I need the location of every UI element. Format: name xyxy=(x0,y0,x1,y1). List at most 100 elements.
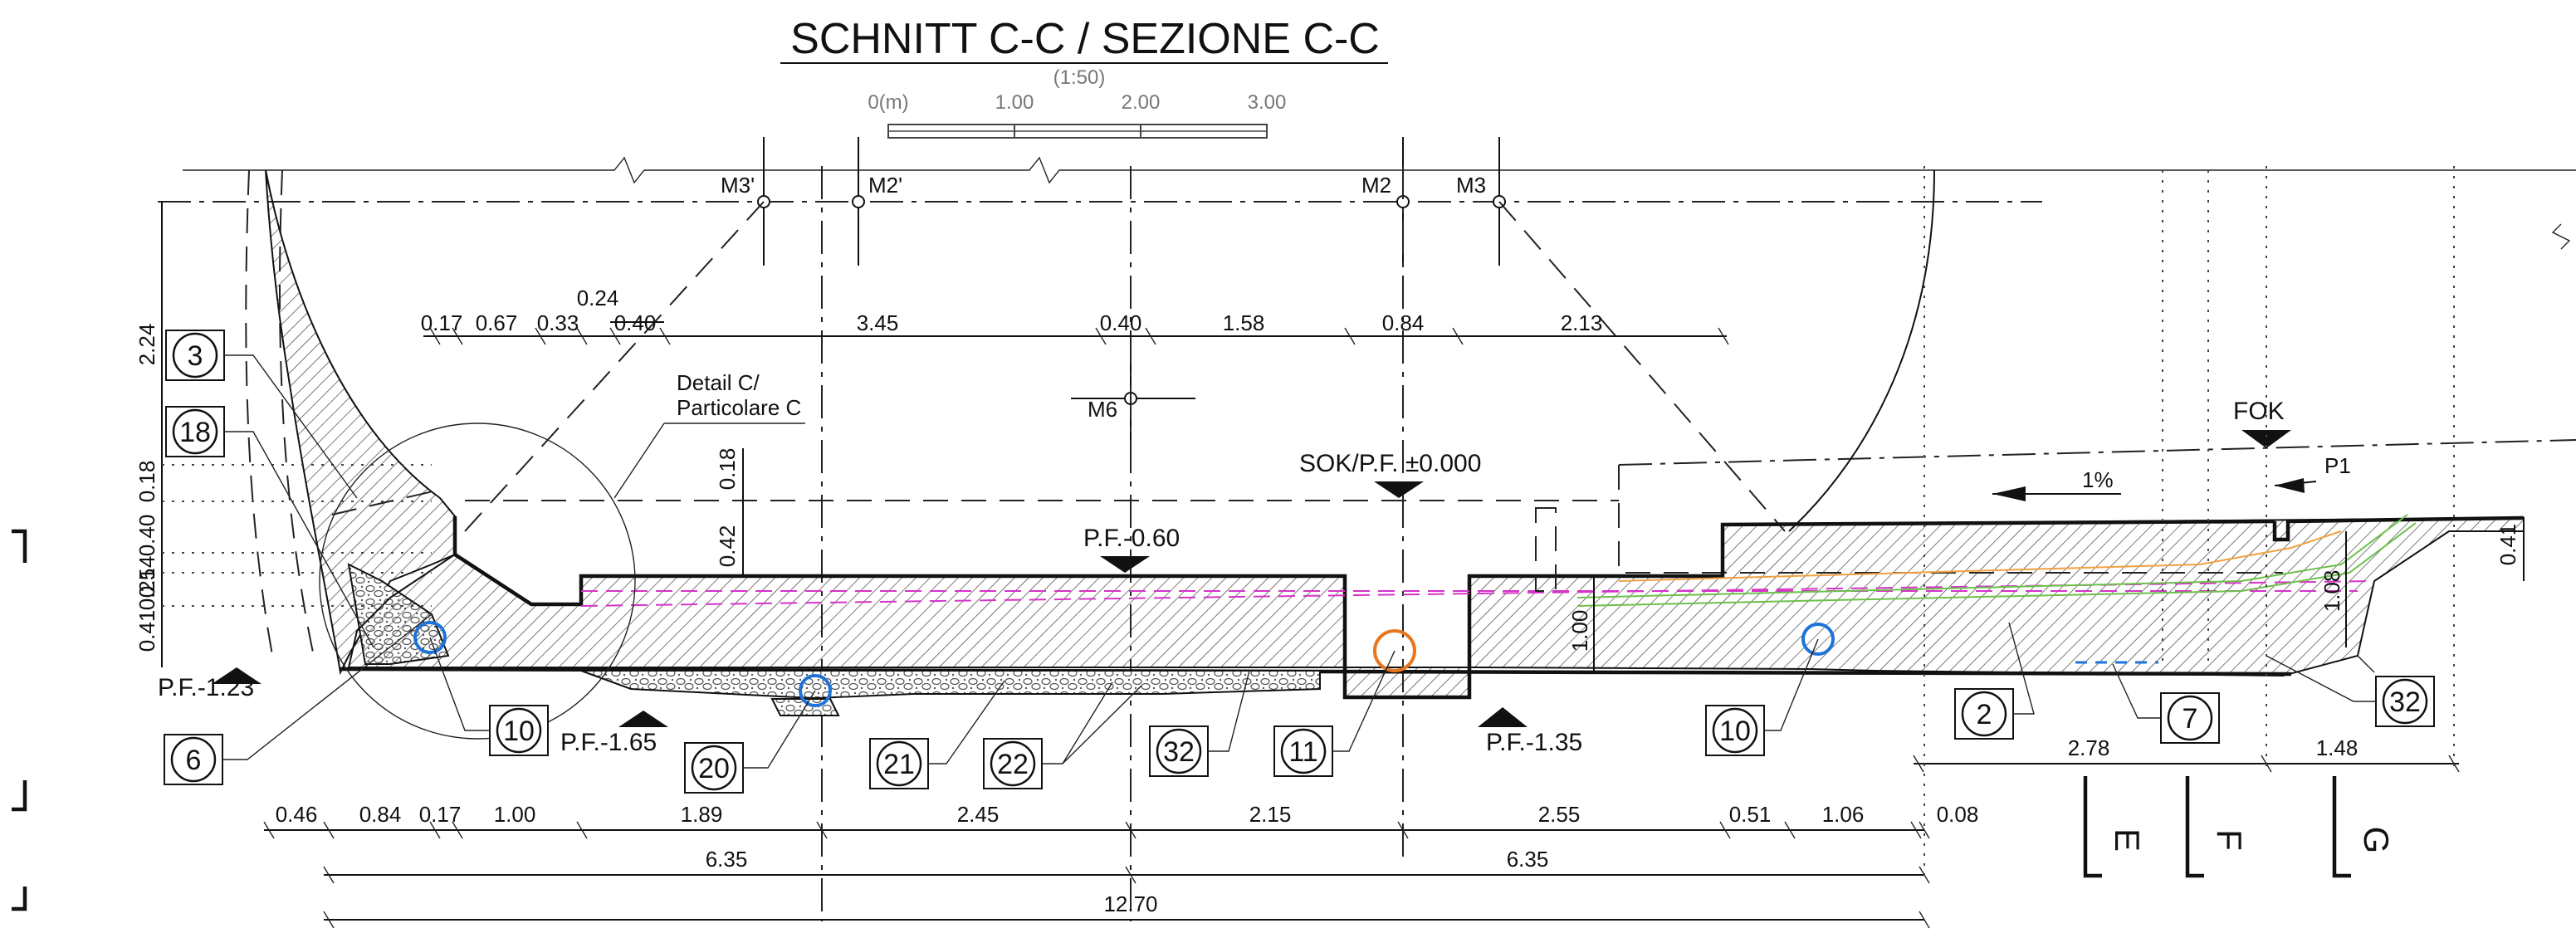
scale-bar: 0(m) 1.00 2.00 3.00 xyxy=(868,91,1287,139)
svg-text:10: 10 xyxy=(503,716,535,747)
drain-blue-left xyxy=(413,621,447,654)
dim-top-5: 3.45 xyxy=(857,310,899,335)
level-fok: FOK xyxy=(2233,398,2285,425)
dim-b1-2: 0.17 xyxy=(419,802,462,827)
dim-b2-1: 6.35 xyxy=(1507,847,1549,872)
callout-10-right: 10 xyxy=(1705,638,1819,756)
callout-18: 18 xyxy=(165,406,374,648)
axis-label-m2: M2 xyxy=(1361,173,1391,198)
callouts: 3 18 6 10 20 21 xyxy=(164,330,2435,794)
svg-text:32: 32 xyxy=(1163,736,1195,768)
callout-10-left: 10 xyxy=(429,637,549,756)
drawing-title: SCHNITT C-C / SEZIONE C-C xyxy=(790,15,1380,63)
svg-text:18: 18 xyxy=(179,417,211,448)
dim-b1-4: 1.89 xyxy=(681,802,723,827)
svg-text:3: 3 xyxy=(188,340,203,372)
dim-left-2: 0.40 xyxy=(134,515,159,557)
dim-top-1: 0.17 xyxy=(421,310,463,335)
axes: M3' M2' M2 M3 M6 xyxy=(721,137,1506,921)
dim-b1-10: 0.08 xyxy=(1937,802,1979,827)
dim-left-4: 0.25 xyxy=(134,569,159,611)
level-pf-060: P.F.-0.60 xyxy=(1083,525,1180,552)
dim-v-1: 0.42 xyxy=(715,525,740,568)
dim-top-3: 0.33 xyxy=(537,310,579,335)
section-mark-e: E xyxy=(2083,776,2147,878)
dim-b1-7: 2.55 xyxy=(1538,802,1581,827)
dim-left-1: 0.18 xyxy=(134,461,159,503)
dim-v-0: 0.18 xyxy=(715,448,740,491)
scale-tick-0: 0(m) xyxy=(868,91,908,114)
pipe-lines xyxy=(580,514,2417,664)
scale-tick-2: 2.00 xyxy=(1122,91,1161,114)
dim-b1-9: 1.06 xyxy=(1822,802,1865,827)
detail-label-2: Particolare C xyxy=(677,395,801,420)
callout-11: 11 xyxy=(1273,650,1396,777)
level-markers: SOK/P.F. ±0.000 P.F.-0.60 P.F.-1.23 P.F.… xyxy=(158,398,2351,756)
axis-label-m6: M6 xyxy=(1088,397,1117,422)
dim-b1-8: 0.51 xyxy=(1729,802,1772,827)
dim-right-1: 1.48 xyxy=(2316,735,2358,760)
dim-left-0: 2.24 xyxy=(134,324,159,366)
svg-text:2: 2 xyxy=(1977,699,1992,730)
section-mark-g: G xyxy=(2332,776,2396,878)
dim-top-7: 1.58 xyxy=(1223,310,1265,335)
svg-text:E: E xyxy=(2108,828,2147,852)
svg-text:F: F xyxy=(2210,829,2249,851)
dims-vertical: 0.18 0.42 1.00 1.08 0.41 xyxy=(715,448,2525,671)
axis-label-m3p: M3' xyxy=(721,173,755,198)
dim-b2-0: 6.35 xyxy=(706,847,748,872)
svg-text:22: 22 xyxy=(997,749,1029,780)
dim-left-5: 0.41 xyxy=(134,610,159,652)
detail-label-1: Detail C/ xyxy=(677,370,760,395)
callout-3: 3 xyxy=(165,330,358,499)
dim-left-3: 0.14 xyxy=(134,556,159,598)
dim-total: 12.70 xyxy=(1103,891,1157,916)
dim-b1-3: 1.00 xyxy=(494,802,536,827)
scale-tick-1: 1.00 xyxy=(995,91,1034,114)
callout-32-right: 32 xyxy=(2266,655,2435,727)
axis-label-m2p: M2' xyxy=(868,173,902,198)
svg-text:21: 21 xyxy=(883,749,915,780)
callout-20: 20 xyxy=(684,690,816,794)
dim-top-9: 2.13 xyxy=(1561,310,1603,335)
callout-22: 22 xyxy=(983,681,1142,789)
dim-top-2: 0.67 xyxy=(476,310,518,335)
level-pf-135: P.F.-1.35 xyxy=(1486,729,1582,756)
callout-7: 7 xyxy=(2112,663,2220,744)
drain-pipes xyxy=(413,507,1835,707)
dim-v-3: 1.08 xyxy=(2319,570,2344,613)
callout-21: 21 xyxy=(869,680,1005,789)
section-mark-f: F xyxy=(2185,776,2249,878)
dims-top: 0.24 0.17 0.67 0.33 0.40 3.45 0.40 1.58 … xyxy=(421,286,1729,345)
dim-top-4: 0.40 xyxy=(614,310,657,335)
svg-text:20: 20 xyxy=(698,753,730,784)
callout-32-center: 32 xyxy=(1149,670,1250,777)
dim-v-2: 1.00 xyxy=(1567,610,1592,652)
dims-bottom: 0.46 0.84 0.17 1.00 1.89 2.45 2.15 2.55 … xyxy=(263,166,2460,929)
drain-blue-center xyxy=(799,674,832,707)
level-pf-123: P.F.-1.23 xyxy=(158,674,254,701)
level-pf-165: P.F.-1.65 xyxy=(560,729,657,756)
scale-ratio: (1:50) xyxy=(1053,66,1106,89)
detail-callout: Detail C/ Particolare C xyxy=(319,370,805,740)
dim-top-6: 0.40 xyxy=(1100,310,1142,335)
dim-top-0: 0.24 xyxy=(577,286,619,310)
svg-text:32: 32 xyxy=(2389,686,2421,718)
svg-text:G: G xyxy=(2357,827,2396,854)
level-sok: SOK/P.F. ±0.000 xyxy=(1299,450,1481,477)
dim-b1-1: 0.84 xyxy=(359,802,402,827)
svg-text:6: 6 xyxy=(186,745,202,776)
edge-marks xyxy=(12,223,2571,911)
svg-text:7: 7 xyxy=(2183,703,2198,735)
section-marks: E F G xyxy=(2083,776,2396,878)
dim-b1-6: 2.15 xyxy=(1249,802,1292,827)
dim-right-0: 2.78 xyxy=(2068,735,2110,760)
dim-v-4: 0.41 xyxy=(2495,524,2520,566)
scale-tick-3: 3.00 xyxy=(1248,91,1287,114)
dim-b1-0: 0.46 xyxy=(276,802,318,827)
dim-b1-5: 2.45 xyxy=(957,802,1000,827)
gravel-bed xyxy=(580,670,1321,716)
level-p1: P1 xyxy=(2324,453,2351,478)
callout-6: 6 xyxy=(164,613,433,785)
